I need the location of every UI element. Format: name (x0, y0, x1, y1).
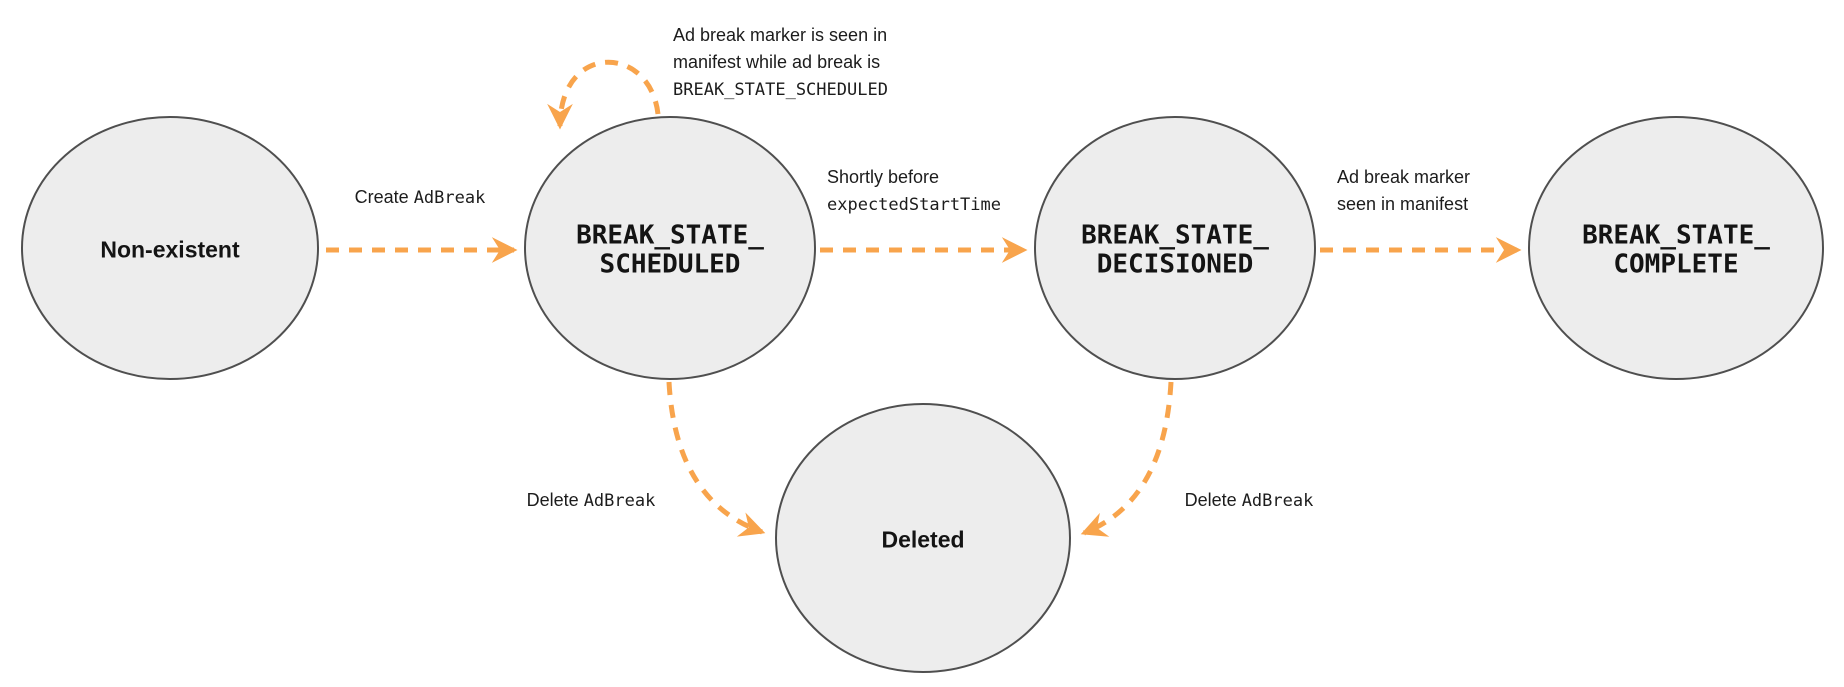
transition-label-create-text: Create (354, 187, 414, 207)
state-deleted-circle (775, 403, 1071, 673)
state-decisioned-circle (1034, 116, 1316, 380)
transition-label-complete: Ad break marker seen in manifest (1337, 167, 1471, 214)
state-label-scheduled: BREAK_STATE_ SCHEDULED (576, 220, 764, 279)
transition-label-selfloop-line2: manifest while ad break is (673, 52, 881, 72)
transition-label-selfloop-line1: Ad break marker is seen in (673, 25, 888, 45)
transition-label-delete-decisioned-text: Delete (1184, 490, 1242, 510)
state-complete-circle (1528, 116, 1824, 380)
transition-selfloop-arrow (547, 59, 661, 130)
transition-label-create-code: AdBreak (413, 188, 486, 208)
transition-label-create: Create AdBreak (355, 184, 486, 212)
transition-label-delete-decisioned-code: AdBreak (1241, 491, 1314, 511)
transition-label-selfloop: Ad break marker is seen in manifest while… (673, 22, 888, 104)
state-scheduled-circle (524, 116, 816, 380)
transition-label-decisioned-code: expectedStartTime (827, 195, 1001, 215)
state-label-nonexistent: Non-existent (100, 236, 240, 263)
state-label-decisioned: BREAK_STATE_ DECISIONED (1081, 220, 1269, 279)
transition-label-decisioned-text: Shortly before (827, 167, 940, 187)
transition-label-delete-scheduled: Delete AdBreak (527, 487, 656, 515)
transition-delete-scheduled-arrow (666, 381, 766, 537)
transition-label-decisioned: Shortly before expectedStartTime (827, 164, 1001, 219)
state-nonexistent-circle (21, 116, 319, 380)
transition-label-delete-decisioned: Delete AdBreak (1185, 487, 1314, 515)
state-label-complete: BREAK_STATE_ COMPLETE (1582, 220, 1770, 279)
transition-delete-decisioned-arrow (1080, 381, 1174, 537)
transition-label-selfloop-code: BREAK_STATE_SCHEDULED (673, 80, 888, 100)
state-label-deleted: Deleted (881, 526, 965, 553)
transition-label-delete-scheduled-text: Delete (526, 490, 584, 510)
transition-label-delete-scheduled-code: AdBreak (583, 491, 656, 511)
